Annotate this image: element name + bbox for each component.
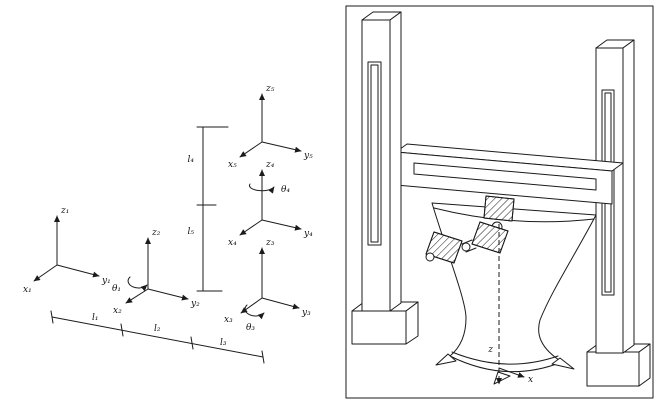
frame3-y-label: y₃	[301, 308, 311, 318]
coordinate-frame-2: z₂ y₂ x₂ θ₁	[112, 228, 200, 316]
frame5-z-label: z₅	[265, 84, 275, 94]
pedestal-rim-inner	[433, 207, 595, 223]
left-column-front	[361, 19, 391, 312]
frame3-rotation-arrow	[244, 304, 265, 320]
frame2-y-label: y₂	[190, 299, 200, 309]
frame5-x-axis	[239, 141, 263, 158]
right-column-base-front	[586, 351, 640, 387]
baseline-dimension-line	[51, 316, 264, 358]
dimension-vertical: l₄ l₅	[188, 126, 229, 292]
frame4-x-axis	[239, 219, 263, 236]
pedestal-foot-right	[551, 357, 575, 370]
frame4-y-label: y₄	[303, 229, 313, 239]
left-column-slot	[367, 61, 382, 246]
frame1-x-axis	[33, 264, 58, 282]
table-z-label: z	[487, 345, 493, 355]
frame4-x-label: x₄	[228, 238, 237, 248]
coordinate-frame-3: z₃ y₃ x₃ θ₃	[224, 238, 311, 333]
frame1-z-label: z₁	[60, 206, 69, 216]
frame3-x-axis	[240, 297, 263, 314]
machine-view: z x	[345, 5, 654, 399]
pedestal-foot-left	[435, 353, 457, 366]
table-x-label: x	[528, 375, 533, 385]
frame4-rotation-arrow	[249, 183, 275, 194]
crossbeam	[395, 143, 624, 205]
table-axis: z x	[487, 224, 533, 385]
right-column-side	[622, 39, 635, 354]
crossbeam-slot	[413, 162, 597, 191]
dimension-l5-label: l₅	[188, 227, 195, 237]
pedestal-silhouette	[431, 202, 597, 373]
dimension-l4-label: l₄	[188, 155, 195, 165]
coordinate-frame-4: z₄ θ₄ y₄ x₄	[228, 160, 313, 248]
kinematic-diagram: z₁ y₁ x₁ z₂ y₂ x₂ θ₁ z₅ y₅ x₅	[23, 84, 313, 364]
frame2-y-axis	[147, 288, 189, 301]
frame3-theta-label: θ₃	[246, 323, 255, 333]
pedestal-base-roll	[451, 351, 559, 365]
pedestal-table	[431, 202, 597, 385]
table-x-arrow	[498, 367, 525, 378]
frame3-y-axis	[261, 297, 300, 310]
dimension-l2-label: l₂	[154, 324, 161, 334]
frame1-x-label: x₁	[23, 285, 32, 295]
dimension-baseline: l₁ l₂ l₃	[50, 310, 265, 364]
pedestal-foot-center	[493, 371, 511, 385]
frame2-x-axis	[125, 288, 149, 304]
arm-link-2-hatch	[425, 231, 463, 264]
frame2-rotation-arrow	[127, 276, 148, 292]
arm-tube-line-2	[465, 247, 477, 253]
baseline-tick-1	[50, 310, 54, 324]
arm-carriage-hatch	[483, 195, 515, 222]
baseline-tick-2	[120, 323, 124, 337]
frame4-theta-label: θ₄	[281, 185, 290, 195]
arm-elbow-joint	[461, 242, 471, 252]
left-column-base-front	[351, 310, 407, 345]
baseline-tick-3	[190, 336, 194, 350]
frame3-x-label: x₃	[224, 315, 233, 325]
right-column-base-side	[638, 343, 651, 387]
baseline-tick-4	[261, 350, 265, 364]
frame4-z-label: z₄	[265, 160, 275, 170]
coordinate-frame-1: z₁ y₁ x₁	[23, 206, 111, 295]
frame4-y-axis	[261, 219, 302, 231]
arm-tube-line-1	[461, 239, 473, 245]
frame3-z-label: z₃	[265, 238, 275, 248]
left-column	[351, 11, 419, 345]
coordinate-frame-5: z₅ y₅ x₅	[228, 84, 313, 170]
right-column	[586, 39, 651, 387]
frame2-z-label: z₂	[151, 228, 161, 238]
left-column-slot-inner	[370, 64, 379, 243]
arm-wrist-joint	[425, 252, 435, 262]
frame2-theta-label: θ₁	[112, 284, 121, 294]
frame5-y-label: y₅	[303, 151, 313, 161]
left-column-side	[389, 11, 402, 312]
frame5-x-label: x₅	[228, 160, 237, 170]
frame1-y-axis	[56, 264, 100, 278]
machine-frame-border	[345, 5, 654, 399]
articulated-arm	[425, 195, 515, 264]
dimension-l1-label: l₁	[92, 313, 99, 323]
dimension-l3-label: l₃	[220, 338, 227, 348]
frame5-y-axis	[261, 141, 302, 153]
frame2-x-label: x₂	[113, 306, 122, 316]
frame1-y-label: y₁	[101, 276, 111, 286]
